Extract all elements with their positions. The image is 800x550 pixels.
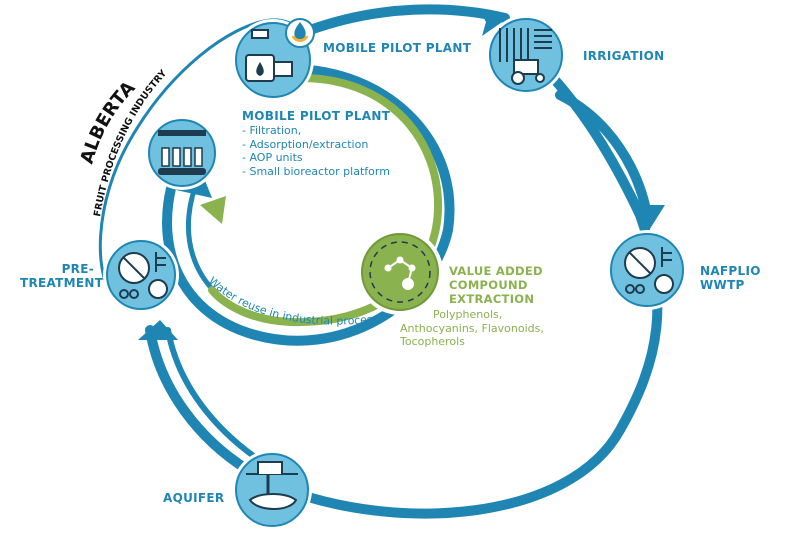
molecule-icon bbox=[357, 229, 443, 315]
value-added-title: VALUE ADDED COMPOUND EXTRACTION bbox=[449, 264, 543, 306]
compounds-line2: Anthocyanins, Flavonoids, bbox=[400, 321, 544, 335]
pilot-details-title: MOBILE PILOT PLANT bbox=[242, 109, 391, 123]
arrow-green-icon bbox=[200, 196, 226, 224]
pilot-details-list: - Filtration, - Adsorption/extraction - … bbox=[242, 124, 390, 178]
compounds-list: Polyphenols, Anthocyanins, Flavonoids, T… bbox=[400, 308, 544, 349]
pilot-detail-item: - Filtration, bbox=[242, 124, 302, 137]
nafplio-label-line2: WWTP bbox=[700, 278, 745, 292]
pilot-detail-item: - Small bioreactor platform bbox=[242, 164, 390, 178]
wwtp-icon bbox=[607, 230, 687, 310]
outer-cycle-top-path bbox=[305, 4, 510, 35]
bottling-line-icon bbox=[145, 116, 219, 190]
value-added-line1: VALUE ADDED bbox=[449, 264, 543, 278]
compounds-line1: Polyphenols, bbox=[433, 308, 503, 321]
arrow-to-irrigation-icon bbox=[478, 8, 505, 36]
aquifer-icon bbox=[232, 450, 312, 530]
irrigation-label: IRRIGATION bbox=[583, 49, 665, 63]
pilot-plant-icon bbox=[232, 18, 315, 101]
pretreatment-label-line1: PRE- bbox=[61, 262, 94, 276]
mobile-pilot-plant-label: MOBILE PILOT PLANT bbox=[323, 41, 472, 55]
aquifer-to-pretreatment-path-2 bbox=[165, 327, 265, 465]
aquifer-label: AQUIFER bbox=[163, 491, 225, 505]
value-added-line3: EXTRACTION bbox=[449, 292, 535, 306]
water-reuse-label: Water reuse in industrial process bbox=[206, 274, 379, 327]
aquifer-to-pretreatment-path bbox=[145, 325, 253, 475]
nafplio-label-line1: NAFPLIO bbox=[700, 264, 761, 278]
pilot-detail-item: - AOP units bbox=[242, 151, 303, 164]
pretreatment-label-line2: TREATMENT bbox=[20, 276, 104, 290]
arrow-to-pretreatment-icon bbox=[138, 320, 178, 340]
pretreatment-icon bbox=[103, 237, 179, 313]
irrigation-tractor-icon bbox=[486, 15, 566, 95]
pilot-detail-item: - Adsorption/extraction bbox=[242, 137, 369, 151]
outer-cycle-path bbox=[271, 40, 663, 519]
value-added-line2: COMPOUND bbox=[449, 278, 528, 292]
compounds-line3: Tocopherols bbox=[400, 335, 465, 348]
irrigation-to-wwtp-path bbox=[555, 90, 653, 225]
arrow-to-wwtp-icon bbox=[630, 205, 665, 232]
